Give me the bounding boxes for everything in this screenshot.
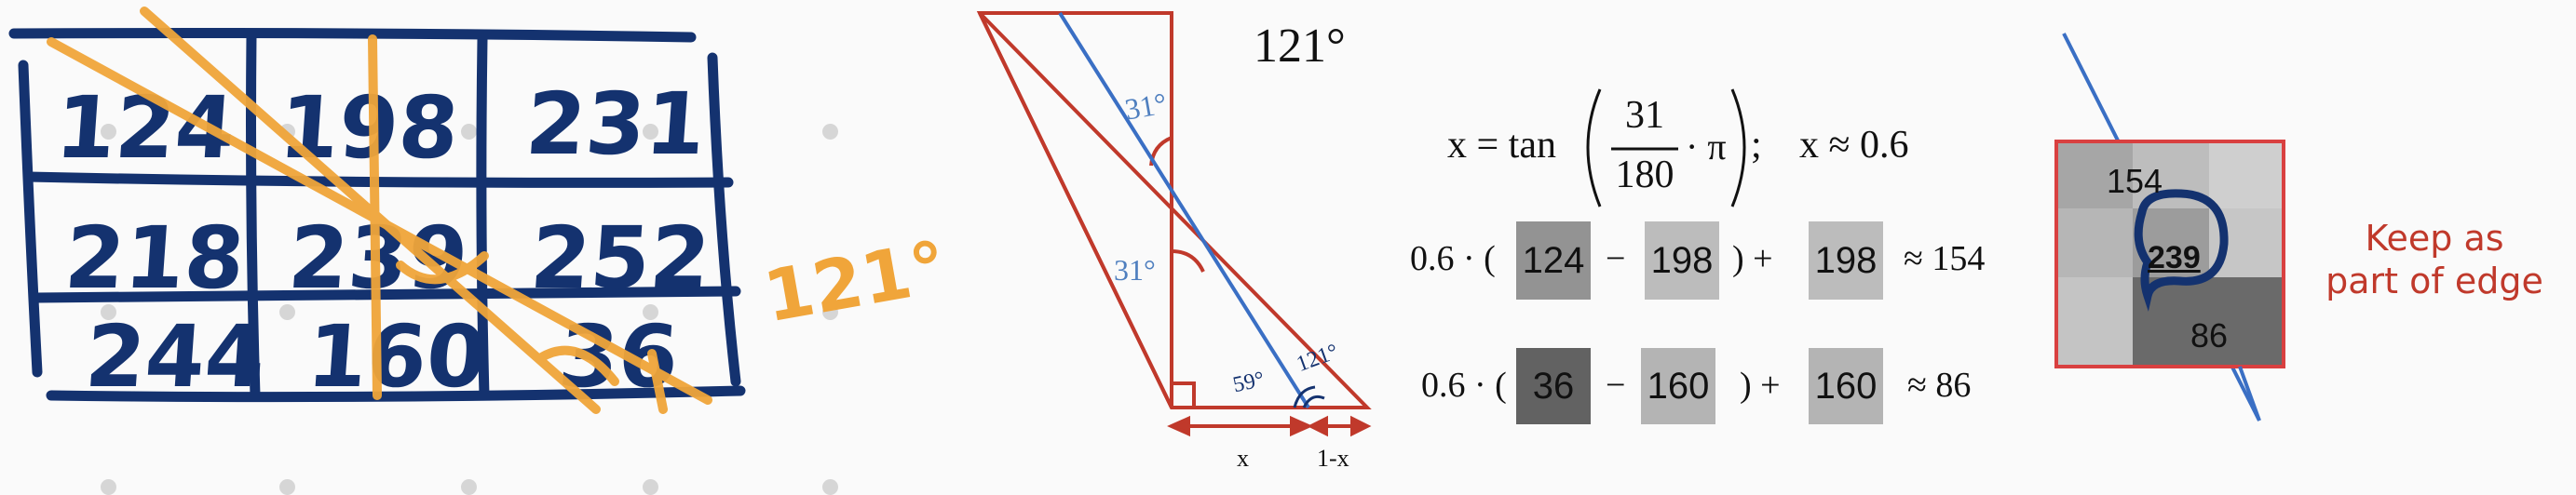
edge-note-line2: part of edge <box>2325 260 2543 301</box>
row2-pixel-a: 36 <box>1516 348 1591 424</box>
row2-pixel-b: 160 <box>1641 348 1715 424</box>
formula-denominator: 180 <box>1615 154 1674 196</box>
edge-note-line1: Keep as <box>2365 218 2504 259</box>
formula-approx: x ≈ 0.6 <box>1799 124 1909 167</box>
row1-pixel-c: 198 <box>1809 221 1883 300</box>
row2-pixel-c: 160 <box>1809 348 1883 424</box>
row2-coef: 0.6 · ( <box>1421 366 1507 405</box>
row2-plus: ) + <box>1740 366 1781 405</box>
one-minus-x-label: 1-x <box>1317 445 1349 472</box>
edge-bottom-right-value: 86 <box>2190 316 2229 355</box>
row1-result: ≈ 154 <box>1904 239 1986 278</box>
triangle-title: 121° <box>1254 20 1346 73</box>
edge-center-value: 239 <box>2148 240 2201 275</box>
row1-pixel-b: 198 <box>1645 221 1719 300</box>
row2-result: ≈ 86 <box>1907 366 1972 405</box>
x-label: x <box>1237 445 1249 472</box>
formula-lhs: x = tan <box>1447 124 1556 167</box>
formula-semicolon: ; <box>1751 124 1762 167</box>
row1-plus: ) + <box>1732 239 1773 278</box>
formula-numerator: 31 <box>1625 94 1664 137</box>
edge-top-left-value: 154 <box>2107 162 2163 200</box>
row1-coef: 0.6 · ( <box>1410 239 1496 278</box>
angle-mid-label: 31° <box>1114 253 1156 287</box>
row2-minus: − <box>1606 366 1626 405</box>
formula-times-pi: · π <box>1686 126 1727 167</box>
row1-pixel-a: 124 <box>1516 221 1591 300</box>
row1-minus: − <box>1606 239 1626 278</box>
edge-note: Keep as part of edge <box>2323 218 2546 302</box>
